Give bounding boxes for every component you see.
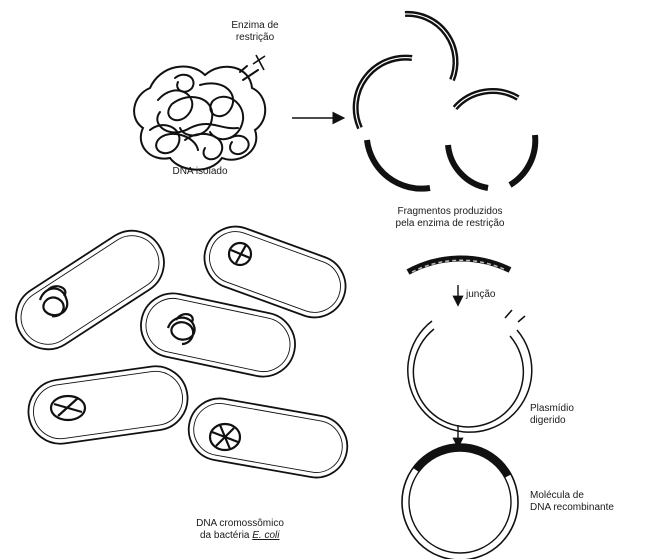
bacterium-4 [24, 362, 191, 448]
digested-plasmid [408, 310, 532, 432]
label-chromosomal-dna-line2: da bactéria E. coli [200, 530, 280, 542]
label-isolated-dna: DNA isolado [150, 166, 250, 178]
label-restriction-enzyme-line1: Enzima de [215, 20, 295, 32]
chromosomal-dna-knots [40, 243, 251, 450]
label-restriction-enzyme-line2: restrição [215, 32, 295, 44]
dna-knot-2 [229, 243, 251, 265]
bacterium-3 [135, 287, 301, 382]
recombinant-plasmid [402, 444, 518, 559]
scissors-icon [253, 55, 265, 70]
bacteria-group [4, 218, 354, 483]
isolated-dna-tangle [134, 66, 265, 170]
dna-knot-3 [168, 314, 195, 344]
dna-knot-5 [210, 424, 240, 450]
label-digested-plasmid-line2: digerido [530, 415, 566, 427]
label-chromosomal-dna-line1: DNA cromossômico [180, 518, 300, 530]
label-junction: junção [466, 289, 495, 301]
label-fragments-line1: Fragmentos produzidos [360, 206, 540, 218]
label-digested-plasmid-line1: Plasmídio [530, 403, 574, 415]
label-species: E. coli [252, 530, 279, 541]
label-bacterium-text: da bactéria [200, 530, 249, 541]
label-recombinant-line2: DNA recombinante [530, 502, 614, 514]
dna-knot-1 [40, 286, 67, 316]
label-fragments-line2: pela enzima de restrição [360, 218, 540, 230]
label-recombinant-line1: Molécula de [530, 490, 584, 502]
bacterium-2 [196, 218, 354, 326]
fragment-insert [408, 258, 510, 272]
dna-knot-4 [51, 396, 85, 420]
restriction-fragments [356, 14, 536, 189]
